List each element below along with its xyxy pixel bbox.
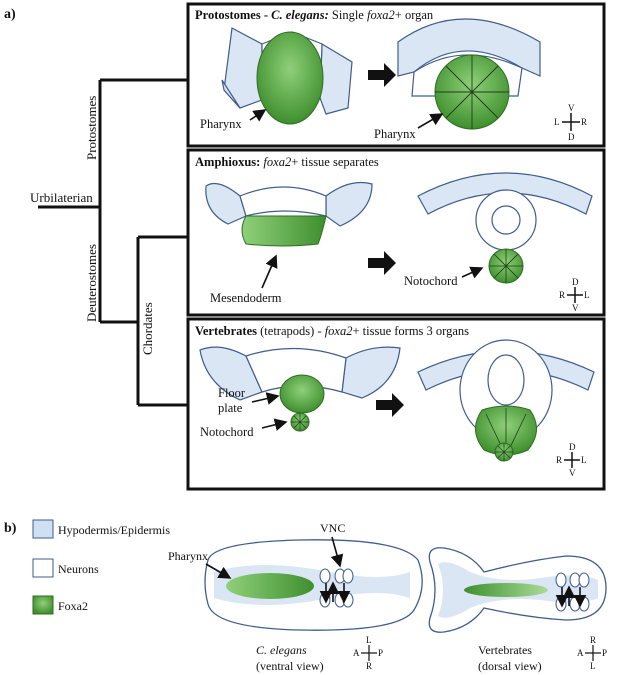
vertebrate-foxa2	[464, 583, 548, 597]
transition-arrow	[376, 393, 404, 417]
orientation-axis: D V R L	[556, 442, 587, 478]
worm-cross-section-after	[397, 18, 541, 130]
svg-text:L: L	[584, 290, 590, 300]
svg-text:R: R	[366, 661, 372, 671]
legend-swatch-epidermis	[32, 519, 54, 539]
legend-swatch-neurons	[32, 558, 54, 578]
pharynx-blob	[256, 31, 324, 125]
svg-text:V: V	[572, 303, 579, 313]
protostomes-title: Protostomes - C. elegans: Single foxa2+ …	[195, 8, 434, 22]
pointer-arrow	[461, 266, 484, 279]
legend-label-epidermis: Hypodermis/Epidermis	[58, 523, 170, 537]
orientation-axis: V D L R	[554, 103, 587, 142]
svg-text:V: V	[569, 468, 576, 478]
panel-b-label: b)	[4, 521, 17, 536]
legend-label-foxa2: Foxa2	[58, 599, 88, 613]
floor-plate-label-line1: Floor	[218, 386, 246, 400]
tree-deuterostomes-label: Deuterostomes	[84, 244, 99, 322]
vertebrate-caption-sub: (dorsal view)	[478, 659, 542, 673]
vnc-label: VNC	[320, 521, 345, 535]
pointer-arrow	[417, 113, 444, 129]
svg-text:A: A	[353, 648, 360, 658]
svg-text:P: P	[378, 648, 383, 658]
mesendoderm-label: Mesendoderm	[210, 291, 282, 305]
svg-text:D: D	[568, 132, 575, 142]
svg-text:L: L	[590, 661, 596, 671]
notochord-label-vert: Notochord	[200, 425, 254, 439]
pharynx-label-right: Pharynx	[374, 127, 416, 141]
vertebrates-box: Vertebrates (tetrapods) - foxa2+ tissue …	[186, 317, 606, 491]
amphioxus-title: Amphioxus: foxa2+ tissue separates	[195, 155, 379, 169]
svg-text:R: R	[559, 290, 565, 300]
tree-root-label: Urbilaterian	[30, 190, 93, 205]
svg-text:R: R	[556, 455, 562, 465]
tree-chordates-label: Chordates	[140, 302, 155, 355]
worm-orientation-axis: L R A P	[353, 635, 383, 671]
panel-a-label: a)	[4, 7, 16, 22]
pointer-arrow	[261, 418, 288, 431]
mesendoderm-blob	[241, 215, 327, 247]
worm-pharynx	[226, 573, 314, 599]
orientation-axis: D V R L	[559, 277, 590, 313]
svg-text:V: V	[568, 103, 575, 113]
vertebrate-dorsal-view	[428, 547, 607, 633]
vertebrate-caption: Vertebrates	[478, 643, 532, 657]
svg-text:R: R	[581, 117, 587, 127]
amphioxus-section-before	[205, 181, 373, 247]
pointer-arrow	[251, 392, 280, 405]
amphioxus-section-after	[417, 172, 593, 284]
vertebrate-orientation-axis: R L A P	[577, 635, 607, 671]
svg-text:A: A	[577, 648, 584, 658]
worm-ventral-view	[204, 539, 423, 631]
transition-arrow	[368, 251, 396, 275]
worm-caption: C. elegans	[256, 643, 307, 657]
pointer-arrow	[261, 254, 278, 289]
amphioxus-box: Amphioxus: foxa2+ tissue separates Mesen…	[186, 148, 606, 317]
svg-text:P: P	[602, 648, 607, 658]
worm-caption-sub: (ventral view)	[256, 659, 324, 673]
phylogenetic-tree	[38, 78, 188, 407]
floor-plate-label-line2: plate	[218, 401, 243, 415]
vertebrate-section-before	[199, 346, 401, 432]
pointer-arrow	[205, 563, 232, 579]
svg-text:R: R	[590, 635, 596, 645]
vertebrate-section-after	[417, 339, 595, 462]
tree-protostomes-label: Protostomes	[84, 96, 99, 160]
legend-swatch-foxa2	[32, 595, 54, 615]
worm-pharynx-label: Pharynx	[168, 549, 208, 563]
svg-text:D: D	[569, 442, 576, 452]
vertebrates-title: Vertebrates (tetrapods) - foxa2+ tissue …	[195, 324, 469, 338]
pointer-arrow	[249, 109, 267, 122]
pharynx-label-left: Pharynx	[200, 117, 242, 131]
svg-text:L: L	[366, 635, 372, 645]
svg-text:D: D	[572, 277, 579, 287]
svg-text:L: L	[554, 117, 560, 127]
protostomes-box: Protostomes - C. elegans: Single foxa2+ …	[186, 2, 606, 148]
svg-text:L: L	[581, 455, 587, 465]
transition-arrow	[368, 63, 396, 87]
floor-plate-blob	[279, 374, 325, 414]
notochord-label: Notochord	[404, 274, 458, 288]
legend: Hypodermis/Epidermis Neurons Foxa2	[32, 519, 170, 615]
pointer-arrow	[330, 536, 344, 568]
legend-label-neurons: Neurons	[58, 562, 99, 576]
worm-cross-section-before	[221, 27, 353, 125]
